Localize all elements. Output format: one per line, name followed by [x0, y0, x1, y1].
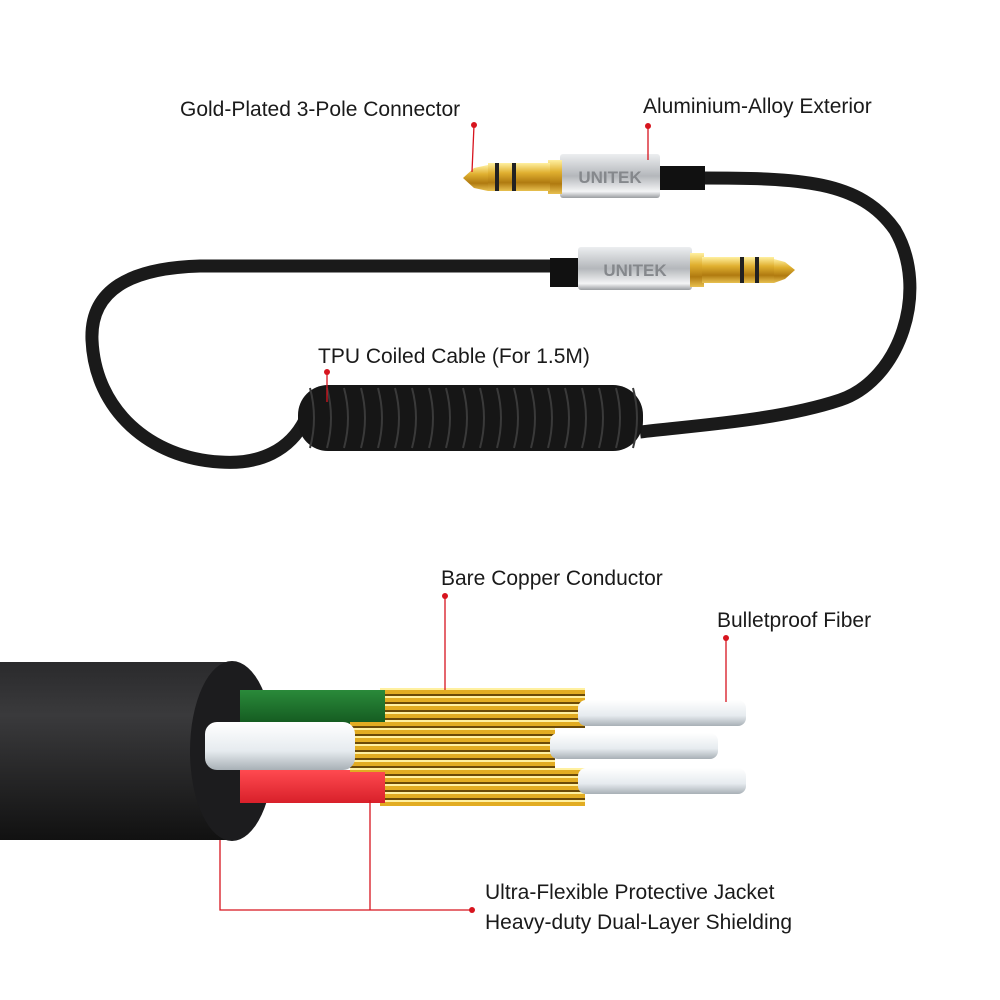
cable [85, 259, 560, 469]
white-wire [205, 722, 355, 770]
coil-ridge [479, 387, 485, 449]
coil-ridge [547, 387, 553, 449]
coil-ridge [377, 387, 383, 449]
coil-ridge [428, 387, 434, 449]
label-jacket: Ultra-Flexible Protective Jacket [485, 881, 775, 904]
coil-ridge [309, 387, 315, 449]
label-exterior: Aluminium-Alloy Exterior [643, 95, 872, 118]
coil-ridge [530, 387, 536, 449]
coiled-section [298, 385, 643, 451]
top-connector: UNITEK [463, 154, 705, 198]
coil-ridge [513, 387, 519, 449]
coil-ridge [615, 387, 621, 449]
coil-ridge [598, 387, 604, 449]
coil-ridge [445, 387, 451, 449]
coil-ridge [581, 387, 587, 449]
red-wire [240, 770, 385, 803]
fiber [578, 768, 746, 794]
label-coiled-cable: TPU Coiled Cable (For 1.5M) [318, 345, 590, 368]
label-shielding: Heavy-duty Dual-Layer Shielding [485, 911, 792, 934]
fiber [578, 700, 746, 726]
coil-ridge [632, 387, 638, 449]
label-connector: Gold-Plated 3-Pole Connector [180, 98, 461, 121]
brand-logo: UNITEK [603, 261, 667, 280]
coil-ridge [411, 387, 417, 449]
label-fiber: Bulletproof Fiber [717, 609, 872, 632]
leader-lines [219, 124, 727, 911]
coil-ridge [360, 387, 366, 449]
green-wire [240, 690, 385, 724]
cable-cross-section [0, 661, 746, 841]
bottom-connector: UNITEK [550, 247, 795, 290]
brand-logo: UNITEK [578, 168, 642, 187]
fiber [550, 733, 718, 759]
coil-ridge [394, 387, 400, 449]
coil-ridge [564, 387, 570, 449]
coil-ridge [326, 387, 332, 449]
label-conductor: Bare Copper Conductor [441, 567, 663, 590]
coil-ridge [462, 387, 468, 449]
coil-ridge [496, 387, 502, 449]
cable [639, 171, 917, 439]
coil-ridge [343, 387, 349, 449]
